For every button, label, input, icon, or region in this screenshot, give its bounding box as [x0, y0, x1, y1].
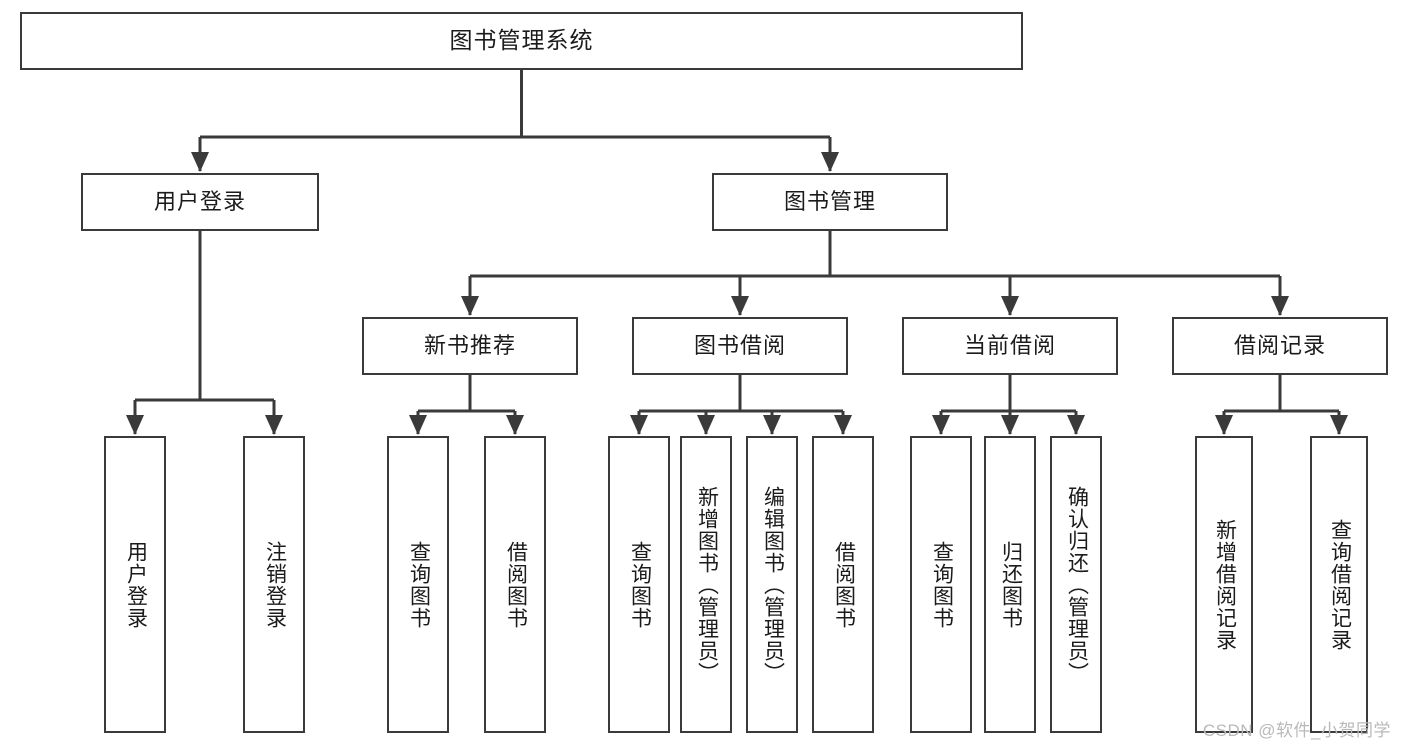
node-current-borrow[interactable]: 当前借阅	[902, 317, 1118, 375]
node-new-book-recommend[interactable]: 新书推荐	[362, 317, 578, 375]
leaf-query-book-borrow[interactable]: 查询图书	[608, 436, 670, 733]
leaf-return-book[interactable]: 归还图书	[984, 436, 1036, 733]
node-borrow-record[interactable]: 借阅记录	[1172, 317, 1388, 375]
leaf-label: 查询图书	[930, 540, 954, 629]
leaf-label: 确认归还（管理员）	[1065, 485, 1089, 684]
leaf-borrow-book[interactable]: 借阅图书	[812, 436, 874, 733]
node-book-borrow[interactable]: 图书借阅	[632, 317, 848, 375]
leaf-label: 借阅图书	[832, 540, 856, 629]
leaf-query-book-current[interactable]: 查询图书	[910, 436, 972, 733]
leaf-logout-login[interactable]: 注销登录	[243, 436, 305, 733]
leaf-label: 注销登录	[263, 540, 287, 629]
leaf-query-book-recommend[interactable]: 查询图书	[387, 436, 449, 733]
leaf-label: 查询图书	[628, 540, 652, 629]
watermark: CSDN @软件_小贺同学	[1202, 721, 1391, 740]
leaf-label: 新增图书（管理员）	[695, 485, 719, 684]
leaf-query-borrow-record[interactable]: 查询借阅记录	[1310, 436, 1368, 733]
node-user-login[interactable]: 用户登录	[81, 173, 319, 231]
leaf-user-login[interactable]: 用户登录	[104, 436, 166, 733]
leaf-add-book-admin[interactable]: 新增图书（管理员）	[680, 436, 732, 733]
leaf-add-borrow-record[interactable]: 新增借阅记录	[1195, 436, 1253, 733]
leaf-label: 查询图书	[407, 540, 431, 629]
leaf-label: 查询借阅记录	[1328, 518, 1352, 651]
leaf-edit-book-admin[interactable]: 编辑图书（管理员）	[746, 436, 798, 733]
leaf-confirm-return-admin[interactable]: 确认归还（管理员）	[1050, 436, 1102, 733]
leaf-borrow-book-recommend[interactable]: 借阅图书	[484, 436, 546, 733]
node-root[interactable]: 图书管理系统	[20, 12, 1023, 70]
leaf-label: 新增借阅记录	[1213, 518, 1237, 651]
leaf-label: 归还图书	[999, 540, 1023, 629]
node-book-management[interactable]: 图书管理	[712, 173, 948, 231]
leaf-label: 用户登录	[124, 540, 148, 629]
leaf-label: 借阅图书	[504, 540, 528, 629]
leaf-label: 编辑图书（管理员）	[761, 485, 785, 684]
